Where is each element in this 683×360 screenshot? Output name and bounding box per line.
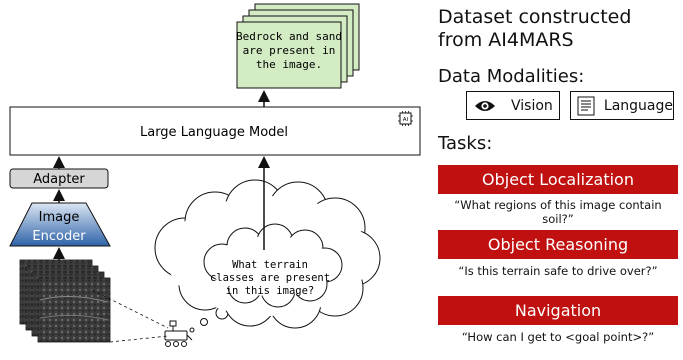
chip-icon: AI xyxy=(398,111,413,126)
output-text-line-3: the image. xyxy=(256,58,322,71)
dataset-title: Dataset constructed from AI4MARS xyxy=(438,6,632,51)
terrain-image-stack xyxy=(19,259,111,343)
question-line-2: classes are present xyxy=(210,272,330,284)
output-text-line-2: are present in xyxy=(243,44,336,57)
task-object-reasoning-question: “Is this terrain safe to drive over?” xyxy=(458,264,658,278)
thought-dot-2 xyxy=(200,318,208,326)
adapter-box xyxy=(9,168,109,189)
output-stack: Bedrock and sand are present in the imag… xyxy=(236,3,360,89)
svg-text:AI: AI xyxy=(403,117,409,123)
task-object-localization: Object Localization xyxy=(438,165,678,194)
rover-icon xyxy=(164,320,193,347)
document-icon xyxy=(571,96,602,116)
modalities-title: Data Modalities: xyxy=(438,66,585,87)
task-navigation-question: “How can I get to <goal point>?” xyxy=(461,330,655,344)
image-encoder xyxy=(9,202,111,247)
view-line-bottom xyxy=(109,335,169,343)
question-line-3: in this image? xyxy=(226,285,315,297)
modality-language: Language xyxy=(570,91,674,120)
adapter-label: Adapter xyxy=(33,172,85,187)
modality-language-label: Language xyxy=(603,97,673,114)
encoder-label-line-2: Encoder xyxy=(32,229,86,244)
task-object-localization-question: “What regions of this image contain soil… xyxy=(454,198,662,226)
task-navigation: Navigation xyxy=(438,296,678,325)
llm-label: Large Language Model xyxy=(140,125,288,140)
encoder-label-line-1: Image xyxy=(39,210,80,225)
task-object-reasoning: Object Reasoning xyxy=(438,230,678,259)
modality-vision-label: Vision xyxy=(511,97,553,114)
output-card xyxy=(236,21,342,89)
tasks-title: Tasks: xyxy=(438,133,493,154)
info-panel: Dataset constructed from AI4MARS Data Mo… xyxy=(438,0,683,360)
question-line-1: What terrain xyxy=(232,259,308,271)
output-text-line-1: Bedrock and sand xyxy=(236,30,342,43)
view-line-top xyxy=(91,289,169,329)
modality-vision: Vision xyxy=(466,91,560,120)
terrain-image xyxy=(37,277,111,343)
thought-dot-1 xyxy=(189,327,195,333)
eye-icon xyxy=(467,99,503,113)
llm-box xyxy=(9,106,421,156)
